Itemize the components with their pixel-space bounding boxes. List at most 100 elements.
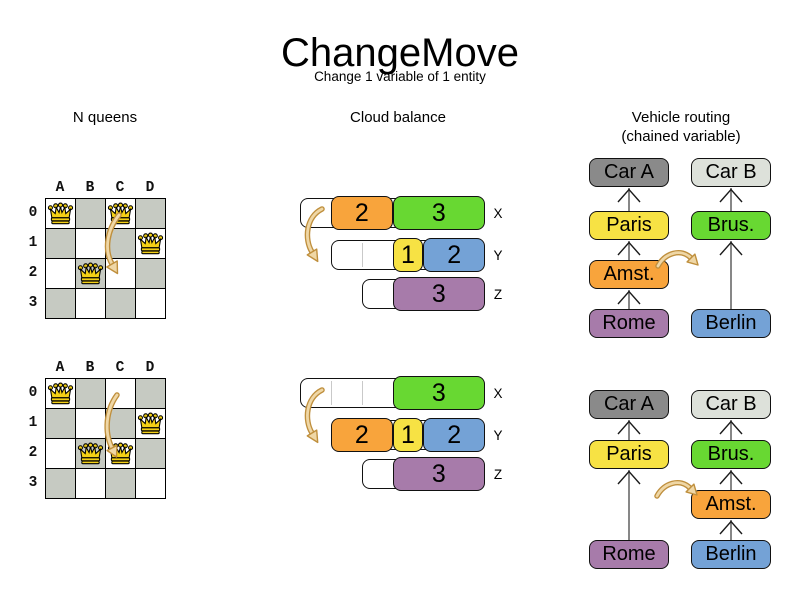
chain-arrowhead-chevron xyxy=(719,188,743,203)
column-header-cloud-balance: Cloud balance xyxy=(350,109,446,126)
cloud-process-block: 1 xyxy=(392,238,424,272)
board-cell xyxy=(46,409,75,438)
vehicle-node-rome: Rome xyxy=(589,309,669,338)
cloud-process-block: 3 xyxy=(392,376,485,410)
cloud-process-block: 1 xyxy=(392,418,424,452)
board-column-label: D xyxy=(145,180,155,196)
vehicle-node-amst: Amst. xyxy=(691,490,771,519)
board-column-label: B xyxy=(85,180,95,196)
board-cell xyxy=(106,469,135,498)
chain-arrowhead-chevron xyxy=(617,470,641,485)
chain-arrowhead-chevron xyxy=(617,290,641,305)
board-cell xyxy=(46,259,75,288)
board-cell xyxy=(46,439,75,468)
board-cell xyxy=(76,379,105,408)
board-column-label: D xyxy=(145,360,155,376)
vehicle-node-brus: Brus. xyxy=(691,440,771,469)
board-row-label: 1 xyxy=(28,235,38,251)
cloud-slot-divider xyxy=(361,243,363,267)
vehicle-node-carb: Car B xyxy=(691,390,771,419)
column-header-nqueens: N queens xyxy=(72,109,138,126)
page-subtitle: Change 1 variable of 1 entity xyxy=(314,69,486,84)
chain-arrowhead-chevron xyxy=(719,520,743,535)
queen-icon xyxy=(76,440,104,468)
move-arrow-cloud-before xyxy=(304,206,325,263)
cloud-slot-divider xyxy=(361,381,363,405)
board-column-label: B xyxy=(85,360,95,376)
cloud-slot-divider xyxy=(331,381,332,405)
vehicle-node-rome: Rome xyxy=(589,540,669,569)
board-cell xyxy=(76,289,105,318)
board-cell xyxy=(76,409,105,438)
chain-arrowhead-chevron xyxy=(719,470,743,485)
cloud-process-block: 2 xyxy=(331,196,393,230)
vehicle-node-paris: Paris xyxy=(589,440,669,469)
move-arrow-nqueens-before xyxy=(104,212,122,275)
board-cell xyxy=(136,259,165,288)
vehicle-node-paris: Paris xyxy=(589,211,669,240)
board-row-label: 0 xyxy=(28,385,38,401)
queen-crown-glyph xyxy=(137,232,163,255)
board-row-label: 3 xyxy=(28,475,38,491)
board-column-label: A xyxy=(55,180,65,196)
cloud-process-block: 3 xyxy=(392,457,485,491)
vehicle-node-berlin: Berlin xyxy=(691,309,771,338)
board-row-label: 2 xyxy=(28,445,38,461)
board-cell xyxy=(46,469,75,498)
board-cell xyxy=(76,469,105,498)
cloud-process-block: 3 xyxy=(392,196,485,230)
board-row-label: 1 xyxy=(28,415,38,431)
cloud-machine-label: Y xyxy=(493,248,503,263)
vehicle-node-carb: Car B xyxy=(691,158,771,187)
chain-arrowhead-chevron xyxy=(617,241,641,256)
board-column-label: A xyxy=(55,360,65,376)
chain-arrowhead-chevron xyxy=(719,241,743,256)
chain-arrowhead-chevron xyxy=(719,420,743,435)
vehicle-node-brus: Brus. xyxy=(691,211,771,240)
queen-icon xyxy=(76,260,104,288)
board-row-label: 0 xyxy=(28,205,38,221)
board-column-label: C xyxy=(115,180,125,196)
queen-crown-glyph xyxy=(77,262,103,285)
board-cell xyxy=(136,379,165,408)
cloud-machine-label: Z xyxy=(493,467,503,482)
queen-icon xyxy=(46,200,74,228)
queen-crown-glyph xyxy=(47,382,73,405)
vehicle-header-line1: Vehicle routing xyxy=(631,109,731,126)
cloud-process-block: 2 xyxy=(331,418,393,452)
board-cell xyxy=(106,289,135,318)
board-cell xyxy=(136,439,165,468)
board-cell xyxy=(46,289,75,318)
cloud-machine-label: X xyxy=(493,386,503,401)
board-row-label: 3 xyxy=(28,295,38,311)
vehicle-node-cara: Car A xyxy=(589,158,669,187)
board-cell xyxy=(136,289,165,318)
move-arrow-vehicle-after xyxy=(654,479,698,499)
cloud-machine-label: Z xyxy=(493,287,503,302)
move-arrow-nqueens-after xyxy=(104,392,120,458)
board-cell xyxy=(136,199,165,228)
vehicle-header-line2: (chained variable) xyxy=(621,128,741,145)
board-cell xyxy=(136,469,165,498)
nqueens-board-after xyxy=(45,378,166,499)
queen-icon xyxy=(136,230,164,258)
move-arrow-vehicle-before xyxy=(655,249,699,269)
board-cell xyxy=(76,199,105,228)
queen-crown-glyph xyxy=(137,412,163,435)
board-row-label: 2 xyxy=(28,265,38,281)
chain-arrowhead-chevron xyxy=(617,420,641,435)
cloud-machine-label: X xyxy=(493,206,503,221)
vehicle-node-cara: Car A xyxy=(589,390,669,419)
board-cell xyxy=(76,229,105,258)
cloud-machine-label: Y xyxy=(493,428,503,443)
board-column-label: C xyxy=(115,360,125,376)
queen-icon xyxy=(136,410,164,438)
vehicle-node-berlin: Berlin xyxy=(691,540,771,569)
queen-crown-glyph xyxy=(47,202,73,225)
board-cell xyxy=(46,229,75,258)
queen-crown-glyph xyxy=(77,442,103,465)
queen-icon xyxy=(46,380,74,408)
